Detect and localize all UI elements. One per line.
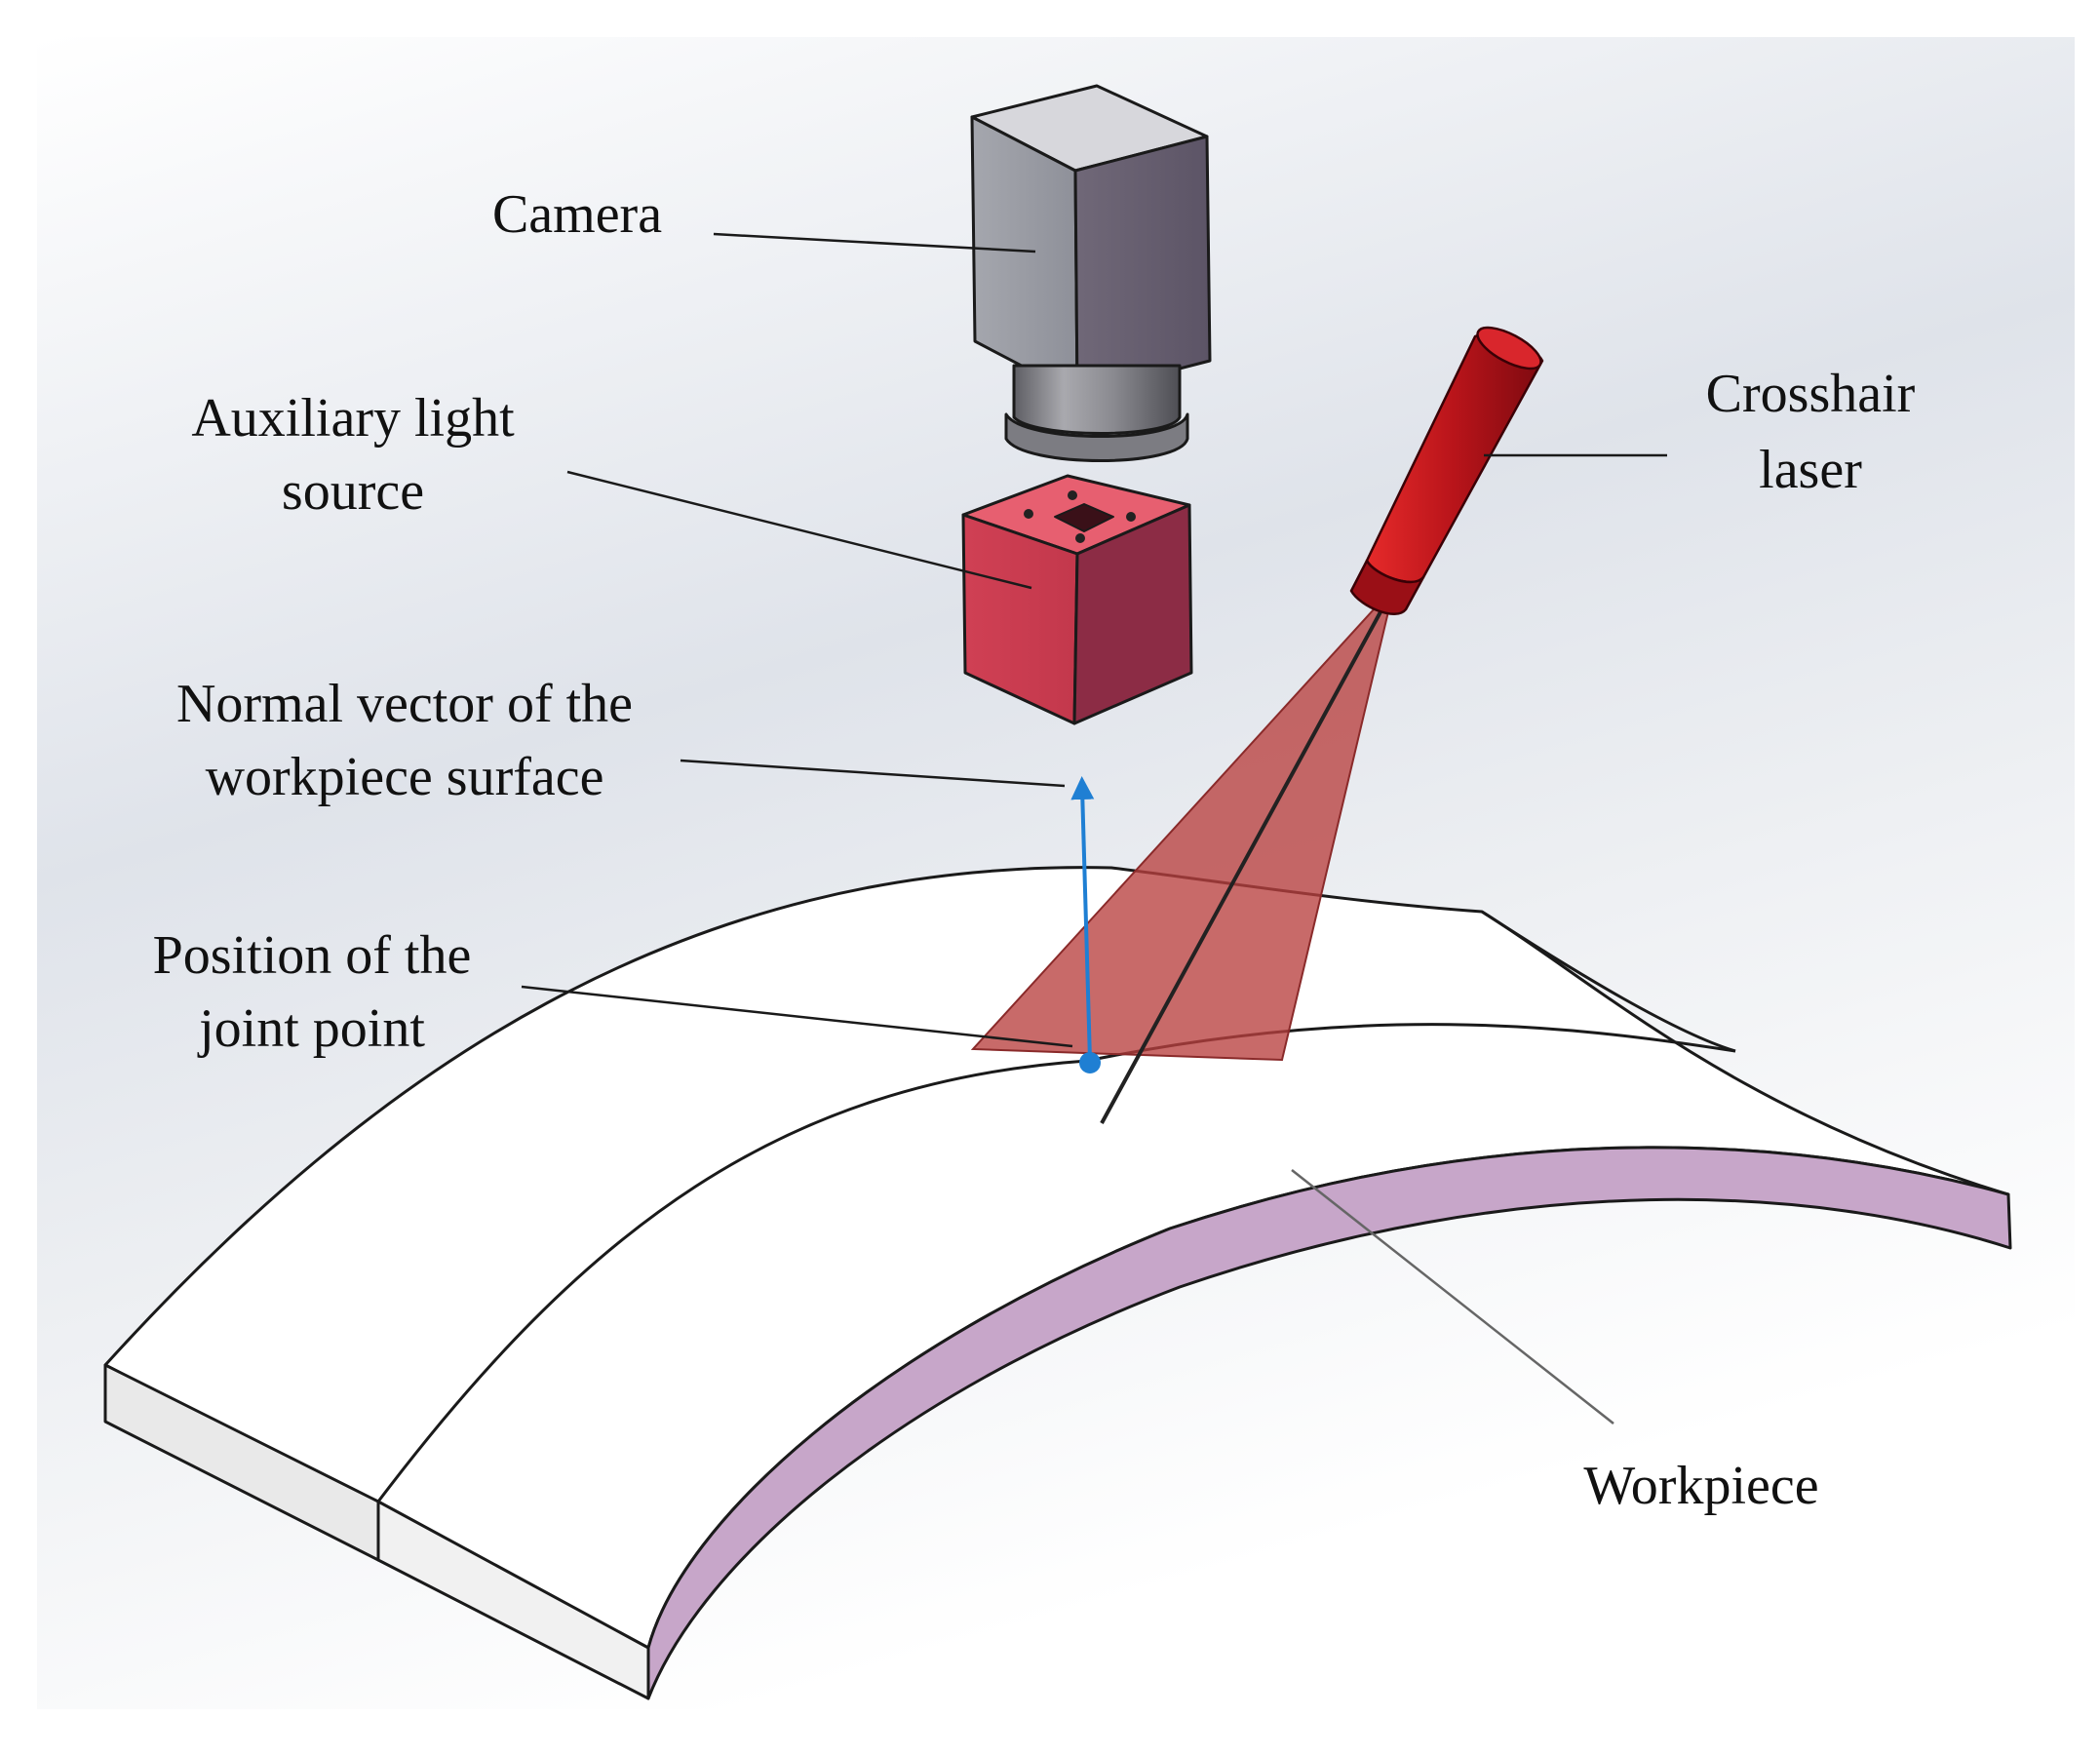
laser-plane — [970, 583, 1396, 1062]
aux-light-hole — [1068, 490, 1077, 500]
leader-lines — [521, 232, 1667, 1424]
aux-light-leader-line — [566, 470, 1032, 590]
camera-lens — [1012, 364, 1182, 435]
aux-light-label-line2: source — [282, 461, 424, 522]
weld-seam — [376, 1023, 1736, 1502]
workpiece-side-face — [646, 1146, 2012, 1700]
aux-light-side-face — [1072, 503, 1193, 725]
workpiece-top-right-edge — [1481, 910, 1736, 1053]
normal-label-line1: Normal vector of the — [176, 674, 633, 734]
aux-light-aperture — [1054, 503, 1114, 532]
auxiliary-light-source — [961, 474, 1193, 725]
camera — [970, 84, 1212, 462]
joint-label-line2: joint point — [197, 998, 425, 1059]
workpiece — [103, 866, 2012, 1700]
crosshair-label-line2: laser — [1759, 440, 1862, 500]
joint-point-marker — [1079, 1052, 1101, 1073]
camera-lens-ring — [1004, 412, 1189, 462]
laser-cross-line — [1100, 586, 1396, 1124]
camera-leader-line — [713, 232, 1036, 254]
aux-light-hole — [1075, 533, 1085, 543]
aux-light-label-line1: Auxiliary light — [191, 388, 515, 449]
laser-nozzle — [1349, 559, 1425, 615]
joint-leader-line — [521, 985, 1073, 1048]
normal-leader-line — [680, 759, 1066, 788]
aux-light-hole — [1126, 512, 1136, 522]
workpiece-leader-line — [1291, 1169, 1614, 1424]
camera-side-face — [1073, 135, 1212, 397]
aux-light-hole — [1024, 509, 1033, 519]
crosshair-laser — [1349, 326, 1544, 615]
joint-label-line1: Position of the — [153, 925, 472, 986]
normal-vector-arrow — [1070, 776, 1095, 1062]
laser-beam — [970, 583, 1396, 1124]
laser-end-cap — [1476, 326, 1542, 371]
camera-label: Camera — [492, 184, 662, 245]
normal-label-line2: workpiece surface — [206, 747, 604, 807]
workpiece-label: Workpiece — [1583, 1456, 1818, 1516]
crosshair-label-line1: Crosshair — [1706, 364, 1916, 424]
labels: Camera Auxiliary light source Crosshair … — [153, 184, 1916, 1516]
